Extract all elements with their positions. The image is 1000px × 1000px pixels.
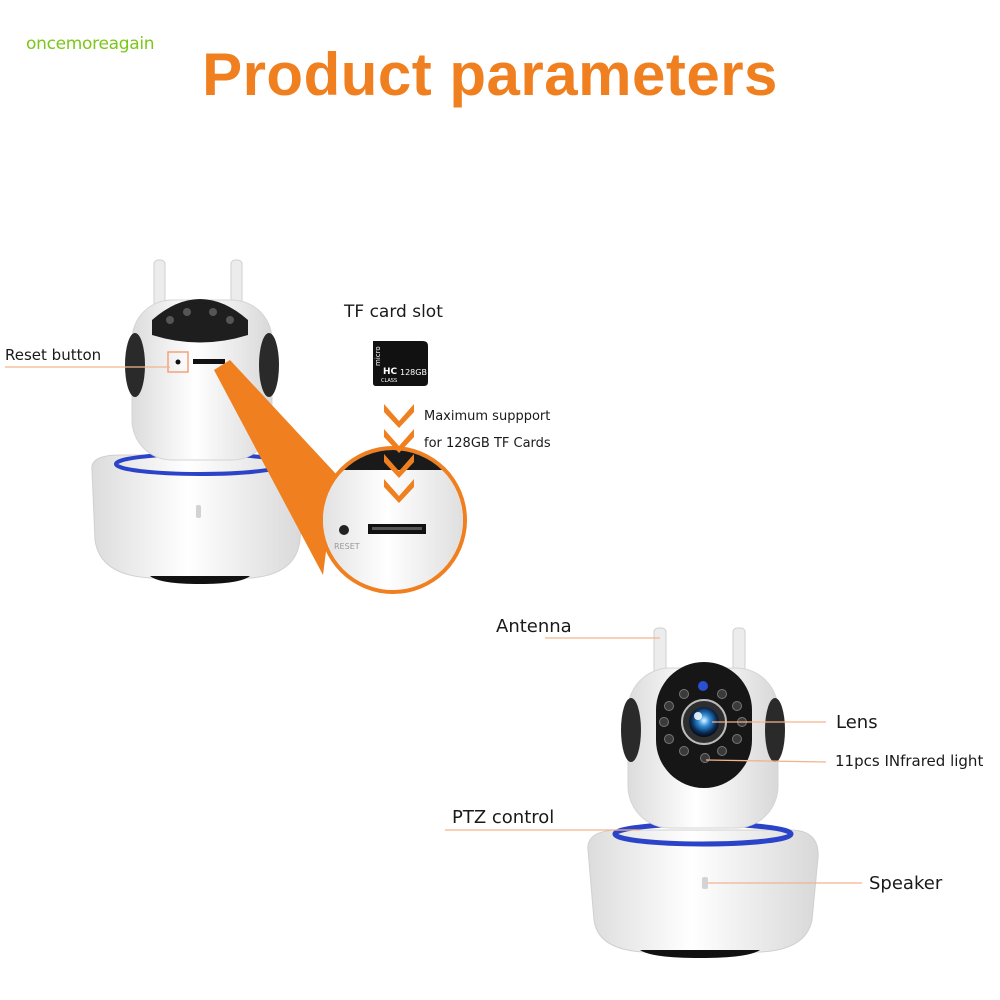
- antenna-label: Antenna: [496, 616, 572, 637]
- camera-front-view: [587, 627, 819, 958]
- svg-text:128GB: 128GB: [400, 368, 427, 377]
- svg-text:HC: HC: [383, 367, 398, 377]
- camera-rear-view: [91, 259, 306, 584]
- micro-sd-card-icon: micro HC 128GB CLASS: [373, 341, 428, 386]
- svg-text:CLASS: CLASS: [381, 378, 397, 384]
- ptz-control-label: PTZ control: [452, 807, 555, 828]
- zoom-circle: RESET: [319, 446, 467, 594]
- svg-text:micro: micro: [374, 346, 382, 366]
- zoom-wedge: [214, 360, 336, 575]
- lens-label: Lens: [836, 712, 878, 733]
- down-arrows-icon: [384, 404, 414, 503]
- tf-card-slot-label: TF card slot: [344, 302, 443, 322]
- speaker-label: Speaker: [869, 873, 943, 894]
- reset-print: RESET: [334, 542, 360, 551]
- reset-button-label: Reset button: [5, 346, 102, 364]
- reset-button-callout-box: [167, 351, 189, 373]
- brand-logo-text: oncemoreagain: [26, 34, 155, 54]
- reset-button-dot: [175, 359, 181, 365]
- max-support-line2: for 128GB TF Cards: [424, 436, 551, 451]
- max-support-line1: Maximum suppport: [424, 409, 551, 424]
- infrared-light-label: 11pcs INfrared light: [835, 752, 984, 770]
- page-title: Product parameters: [202, 41, 778, 108]
